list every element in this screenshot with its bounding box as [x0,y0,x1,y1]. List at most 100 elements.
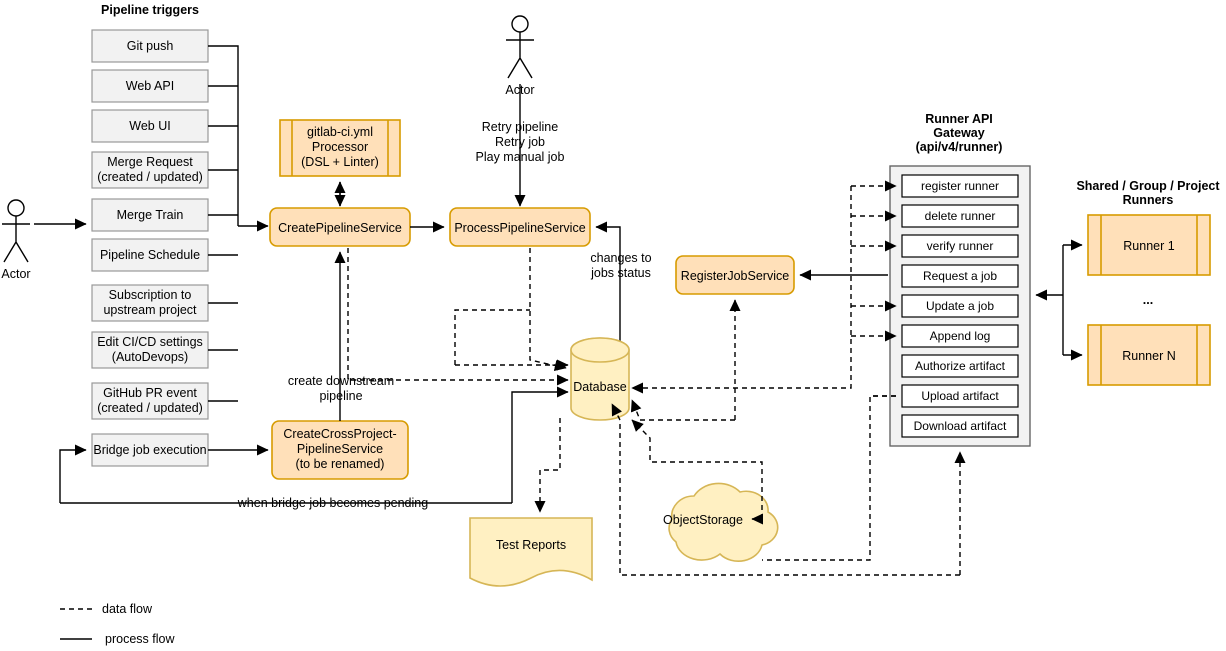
endpoint-label: delete runner [925,209,996,223]
runner-label: Runner 1 [1123,239,1174,253]
gateway-endpoint-upload-artifact[interactable]: Upload artifact [901,384,1019,408]
trigger-item-web-api[interactable]: Web API [91,69,209,103]
create-downstream-label-2: pipeline [319,389,362,403]
runner-item-1[interactable]: Runner 1 [1087,214,1211,276]
endpoint-label: Update a job [926,299,994,313]
dataflow-process-branch [454,309,530,365]
cross-project-label-1: CreateCrossProject- [283,427,396,441]
gateway-title-1: Runner API [925,112,993,126]
dataflow-database-to-processpipeline [529,248,567,372]
trigger-item-subscription-upstream[interactable]: Subscription to upstream project [91,284,209,322]
cross-project-label-3: (to be renamed) [296,457,385,471]
test-reports-label: Test Reports [496,538,566,552]
endpoint-label: Authorize artifact [915,359,1006,373]
retry-label-3: Play manual job [476,150,565,164]
gateway-title-3: (api/v4/runner) [916,140,1003,154]
actor-left-label: Actor [1,267,30,281]
service-process-pipeline[interactable]: ProcessPipelineService [449,207,591,247]
trigger-label: Git push [127,39,174,53]
trigger-label: Web API [126,79,174,93]
trigger-label: Subscription to [109,288,192,302]
trigger-item-merge-train[interactable]: Merge Train [91,198,209,232]
trigger-item-bridge-job-execution[interactable]: Bridge job execution [91,433,209,467]
runner-label: Runner N [1122,349,1176,363]
gateway-endpoint-register-runner[interactable]: register runner [901,174,1019,198]
gateway-endpoint-delete-runner[interactable]: delete runner [901,204,1019,228]
dataflow-database-to-testreports [534,418,561,513]
runners-ellipsis: ... [1143,293,1153,307]
retry-label-2: Retry job [495,135,545,149]
dataflow-registerjob-db-link [630,399,735,421]
trigger-item-pipeline-schedule[interactable]: Pipeline Schedule [91,238,209,272]
runners-title-1: Shared / Group / Project [1076,179,1220,193]
legend-label-process-flow: process flow [105,632,175,646]
service-gitlab-ci-processor[interactable]: gitlab-ci.yml Processor (DSL + Linter) [279,119,401,177]
legend: data flow process flow [60,602,175,646]
gateway-endpoint-update-a-job[interactable]: Update a job [901,294,1019,318]
database-label: Database [573,380,627,394]
service-register-job[interactable]: RegisterJobService [675,255,795,295]
store-test-reports[interactable]: Test Reports [469,517,593,587]
trigger-item-web-ui[interactable]: Web UI [91,109,209,143]
cross-project-label-2: PipelineService [297,442,383,456]
gateway-title-2: Gateway [933,126,984,140]
trigger-sublabel: upstream project [103,303,197,317]
object-storage-label: ObjectStorage [663,513,743,527]
gateway-endpoint-request-a-job[interactable]: Request a job [901,264,1019,288]
changes-jobs-status-label-2: jobs status [590,266,651,280]
trigger-label: Merge Train [117,208,184,222]
trigger-item-github-pr-event[interactable]: GitHub PR event (created / updated) [91,382,209,420]
pipeline-triggers-heading: Pipeline triggers [101,3,199,17]
actor-left: Actor [1,199,31,281]
runners-title-2: Runners [1123,193,1174,207]
trigger-sublabel: (created / updated) [97,170,203,184]
gateway-panel: register runner delete runner verify run… [889,165,1031,447]
retry-label-1: Retry pipeline [482,120,558,134]
trigger-item-edit-cicd-settings[interactable]: Edit CI/CD settings (AutoDevops) [91,331,209,369]
trigger-item-git-push[interactable]: Git push [91,29,209,63]
dataflow-createpipeline-to-database [347,248,569,386]
edge-triggers-bus [208,45,269,402]
dataflow-bottom-bus-to-database [611,403,960,576]
trigger-label: Edit CI/CD settings [97,335,203,349]
processor-label-3: (DSL + Linter) [301,155,379,169]
gateway-endpoint-download-artifact[interactable]: Download artifact [901,414,1019,438]
endpoint-label: Append log [930,329,991,343]
trigger-label: Bridge job execution [93,443,206,457]
create-downstream-label-1: create downstream [288,374,394,388]
dataflow-objectstorage-route [631,419,763,519]
register-job-label: RegisterJobService [681,269,789,283]
processor-label-1: gitlab-ci.yml [307,125,373,139]
trigger-label: Web UI [129,119,170,133]
endpoint-label: Download artifact [914,419,1007,433]
service-create-pipeline[interactable]: CreatePipelineService [269,207,411,247]
dataflow-upload-artifact-to-objectstorage [762,395,896,561]
edge-db-to-processpipeline [595,221,621,360]
bridge-pending-label: when bridge job becomes pending [237,496,428,510]
endpoint-label: Upload artifact [921,389,999,403]
trigger-item-merge-request[interactable]: Merge Request (created / updated) [91,151,209,189]
legend-label-data-flow: data flow [102,602,153,616]
processor-label-2: Processor [312,140,368,154]
trigger-label: Pipeline Schedule [100,248,200,262]
gateway-endpoint-append-log[interactable]: Append log [901,324,1019,348]
changes-jobs-status-label-1: changes to [590,251,651,265]
runner-item-n[interactable]: Runner N [1087,324,1211,386]
dataflow-gateway-left-bus [631,180,897,394]
endpoint-label: register runner [921,179,999,193]
store-object-storage[interactable]: ObjectStorage [663,482,779,562]
endpoint-label: Request a job [923,269,997,283]
trigger-sublabel: (created / updated) [97,401,203,415]
gateway-endpoint-authorize-artifact[interactable]: Authorize artifact [901,354,1019,378]
process-pipeline-label: ProcessPipelineService [454,221,585,235]
trigger-sublabel: (AutoDevops) [112,350,188,364]
edge-bridge-to-database [511,386,569,503]
create-pipeline-label: CreatePipelineService [278,221,402,235]
trigger-label: Merge Request [107,155,193,169]
gateway-endpoint-verify-runner[interactable]: verify runner [901,234,1019,258]
store-database[interactable]: Database [570,337,630,421]
edge-bridge-loop [59,444,87,503]
service-create-cross-project-pipeline[interactable]: CreateCrossProject- PipelineService (to … [271,420,409,480]
